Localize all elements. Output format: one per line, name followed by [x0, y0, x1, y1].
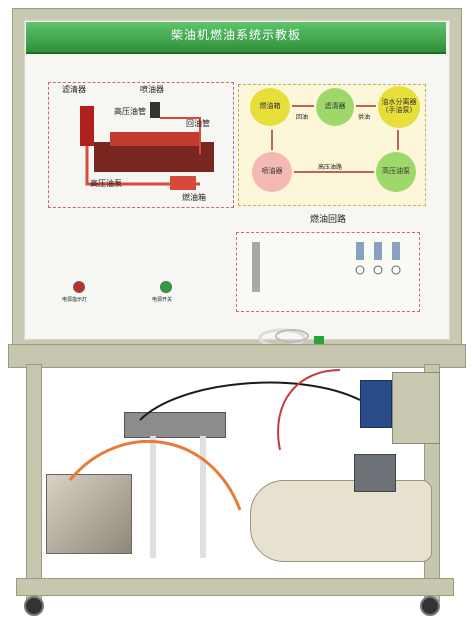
label-hp-pump: 高压油泵 — [90, 179, 122, 188]
flow-arrow-hp-label: 高压油路 — [318, 164, 343, 171]
power-indicator-lamp — [73, 281, 85, 293]
component-chart-box — [236, 232, 420, 312]
flow-arrows — [271, 105, 399, 173]
component-chart-illustration — [252, 242, 401, 292]
flow-node-tank: 燃油箱 — [250, 88, 290, 126]
engine-schematic-box — [48, 82, 234, 208]
flow-node-separator: 油水分离器(手油泵) — [378, 86, 420, 128]
label-high-pressure-line: 高压油管 — [114, 107, 146, 116]
flow-node-filter: 滤清器 — [316, 88, 354, 126]
wheel-left — [24, 596, 44, 616]
fuel-loop-title: 燃油回路 — [310, 215, 347, 225]
flow-node-hp-pump: 高压油泵 — [376, 152, 416, 192]
cart-base — [16, 578, 454, 596]
control-box — [392, 372, 440, 444]
water-separator — [360, 380, 392, 428]
label-injector: 喷油器 — [140, 85, 164, 94]
label-return-line: 回油管 — [186, 119, 210, 128]
label-filter: 滤清器 — [62, 85, 86, 94]
electric-motor — [354, 454, 396, 492]
flow-arrow-return-label: 回油 — [296, 114, 309, 121]
wheel-right — [420, 596, 440, 616]
engine-schematic-illustration — [80, 102, 214, 190]
power-switch-button[interactable] — [160, 281, 172, 293]
pump-housing — [250, 480, 432, 562]
injector-rod-1 — [150, 436, 156, 558]
power-indicator-caption: 电源指示灯 — [62, 297, 88, 303]
flow-arrow-supply-label: 供油 — [358, 114, 371, 121]
injector-rod-2 — [200, 436, 206, 558]
fuel-tank — [46, 474, 132, 554]
flow-node-injector: 喷油器 — [252, 152, 292, 192]
power-switch-caption: 电源开关 — [152, 297, 173, 303]
fuel-lines — [68, 369, 361, 511]
cart-shelf — [8, 344, 466, 368]
title-bar — [26, 22, 446, 54]
injector-manifold — [124, 412, 226, 438]
board-title: 柴油机燃油系统示教板 — [170, 28, 301, 42]
label-fuel-tank: 燃油箱 — [182, 193, 206, 202]
